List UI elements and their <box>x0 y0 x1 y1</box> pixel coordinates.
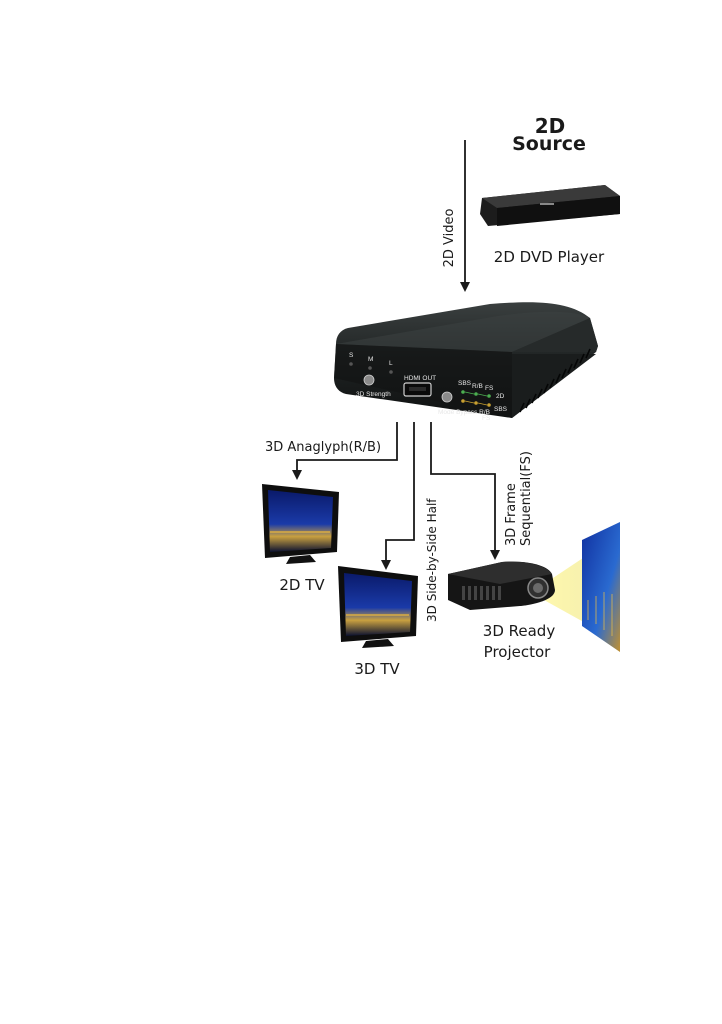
hdmi-label: HDMI OUT <box>404 375 436 382</box>
tv-3d-image <box>338 566 418 648</box>
side-by-side-label: 3D Side-by-Side Half <box>425 498 439 622</box>
projector-label-2: Projector <box>484 643 551 661</box>
dvd-player-image <box>480 185 620 226</box>
tv-2d-label: 2D TV <box>279 576 325 594</box>
strength-mark-l: L <box>389 360 393 367</box>
side-by-side-arrow <box>381 422 415 570</box>
anaglyph-label: 3D Anaglyph(R/B) <box>265 440 381 455</box>
strength-mark-s: S <box>349 352 354 359</box>
mode-led-4 <box>461 399 465 403</box>
mode-led-6 <box>487 403 491 407</box>
frame-seq-arrow <box>430 422 500 560</box>
source-title-line2: Source <box>512 133 586 155</box>
dvd-player-label: 2D DVD Player <box>494 248 605 266</box>
input-arrow-label: 2D Video <box>442 209 457 268</box>
mode-led-2 <box>474 392 478 396</box>
frame-seq-label-1: 3D Frame <box>504 483 519 546</box>
mode-label-rb: R/B <box>472 383 483 390</box>
tv-3d-label: 3D TV <box>354 660 400 678</box>
mode-button[interactable] <box>441 391 453 403</box>
strength-mark-m: M <box>368 356 373 363</box>
projector-image <box>448 522 620 652</box>
strength-button[interactable] <box>363 374 375 386</box>
mode-label-fs-2: FS <box>482 415 491 422</box>
mode-label-2d: 2D <box>496 393 505 400</box>
strength-led-l <box>389 370 393 374</box>
mode-label-sbs-2: SBS <box>494 406 508 413</box>
mode-led-1 <box>461 390 465 394</box>
tv-2d-image <box>262 484 339 564</box>
anaglyph-arrow <box>292 422 398 480</box>
mode-bypass-label: Mode Bypass R/B <box>438 409 490 416</box>
strength-button-label: 3D Strength <box>356 391 391 398</box>
projector-label-1: 3D Ready <box>483 622 556 640</box>
strength-led-s <box>349 362 353 366</box>
mode-led-5 <box>474 401 478 405</box>
strength-led-m <box>368 366 372 370</box>
converter-device: S M L 3D Strength HDMI OUT SBS R/B FS 2D… <box>334 302 598 422</box>
source-title-line1: 2D <box>535 114 566 138</box>
mode-led-3 <box>487 394 491 398</box>
vent-slots <box>519 348 591 413</box>
mode-label-fs: FS <box>485 385 494 392</box>
frame-seq-label-2: Sequential(FS) <box>519 451 534 546</box>
mode-label-sbs: SBS <box>458 380 472 387</box>
